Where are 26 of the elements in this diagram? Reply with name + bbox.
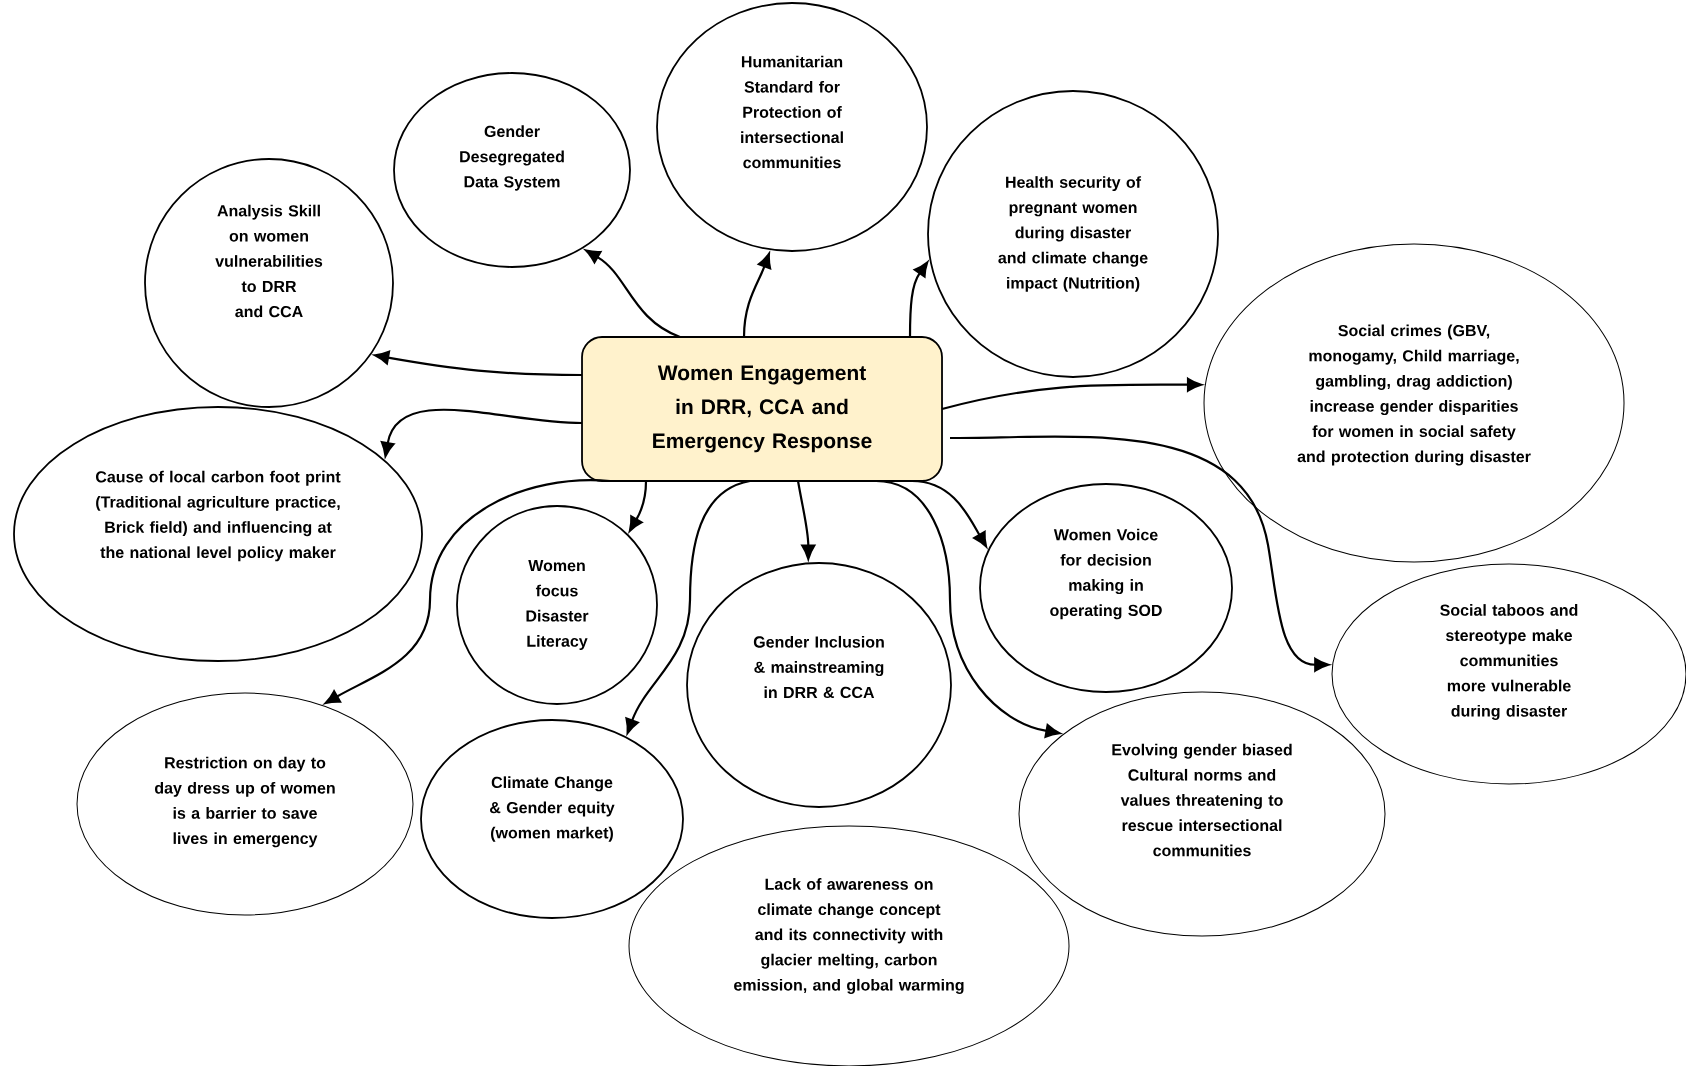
ellipse-node: Humanitarian Standard for Protection of intersectional communities — [656, 2, 928, 252]
arrow — [625, 479, 751, 734]
arrow — [628, 480, 648, 532]
ellipse-node: Social crimes (GBV, monogamy, Child marriage, gambling, drag addiction) increase gender disparities for women in social safety and protection during disaster — [1203, 243, 1625, 563]
arrow — [380, 408, 583, 458]
ellipse-node: Restriction on day to day dress up of women is a barrier to save lives in emergency — [76, 692, 414, 916]
arrow — [908, 261, 929, 337]
title-box: Women Engagement in DRR, CCA and Emergency Response — [581, 336, 943, 482]
arrow — [941, 377, 1203, 411]
arrow — [374, 350, 582, 377]
arrow — [324, 479, 611, 705]
arrow — [742, 252, 772, 338]
ellipse-node: Analysis Skill on women vulnerabilities to DRR and CCA — [144, 158, 394, 408]
arrow — [911, 479, 988, 548]
ellipse-node: Gender Inclusion & mainstreaming in DRR & CCA — [686, 562, 952, 808]
ellipse-node: Evolving gender biased Cultural norms and values threatening to rescue intersectional communities — [1018, 691, 1386, 937]
arrow — [875, 479, 1061, 738]
arrow — [950, 435, 1330, 672]
ellipse-node: Climate Change & Gender equity (women market) — [420, 719, 684, 919]
arrow — [796, 480, 816, 560]
ellipse-node: Cause of local carbon foot print (Traditional agriculture practice, Brick field) and influencing at the national level policy maker — [13, 406, 423, 662]
ellipse-node: Health security of pregnant women during disaster and climate change impact (Nutrition) — [927, 90, 1219, 378]
ellipse-node: Gender Desegregated Data System — [393, 72, 631, 268]
ellipse-node: Women focus Disaster Literacy — [456, 505, 658, 705]
arrow — [585, 249, 681, 338]
ellipse-node: Women Voice for decision making in operating SOD — [979, 483, 1233, 693]
